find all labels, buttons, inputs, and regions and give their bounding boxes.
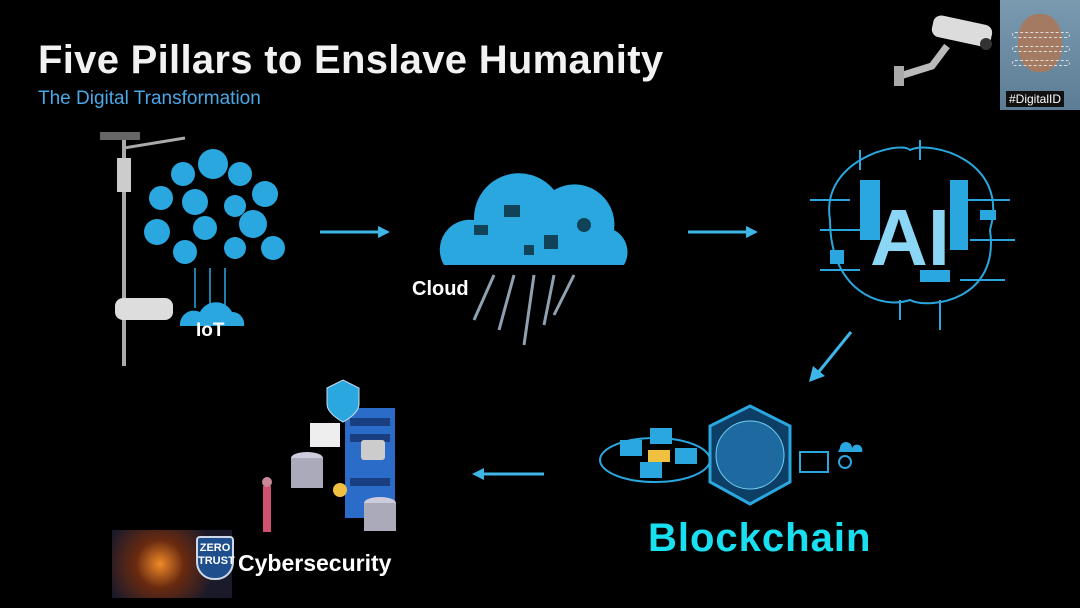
cybersecurity-server-illustration: [262, 379, 396, 532]
arrow-right-icon: [320, 226, 390, 238]
slide-subtitle: The Digital Transformation: [38, 88, 261, 109]
ai-brain-circuit-illustration: AI: [810, 140, 1015, 330]
arrow-right-icon: [688, 226, 758, 238]
security-camera-icon: [894, 15, 993, 86]
cloud-label: Cloud: [412, 278, 469, 300]
slide-title: Five Pillars to Enslave Humanity: [38, 38, 664, 82]
iot-label: IoT: [196, 320, 225, 341]
zero-trust-label: ZERO TRUST: [198, 542, 235, 567]
cybersecurity-label: Cybersecurity: [238, 550, 392, 576]
digital-id-photo: #DigitalID: [1000, 0, 1080, 110]
ai-label: AI: [870, 193, 950, 282]
arrow-left-icon: [472, 468, 544, 480]
blockchain-network-illustration: [599, 404, 863, 506]
cloud-icon: [439, 173, 628, 346]
digital-id-tag: #DigitalID: [1006, 91, 1065, 107]
iot-tree-illustration: [100, 132, 285, 366]
zero-trust-shield-badge: ZERO TRUST: [196, 536, 235, 580]
arrow-down-left-icon: [809, 331, 853, 382]
blockchain-label: Blockchain: [648, 516, 872, 560]
